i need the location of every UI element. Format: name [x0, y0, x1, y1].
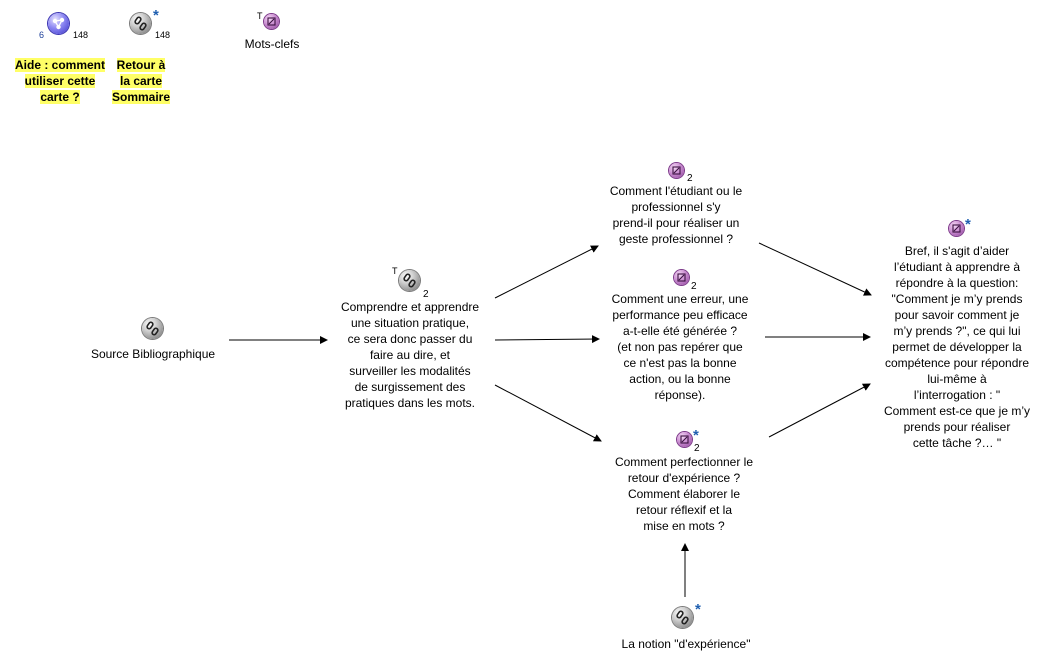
- concept-map-icon[interactable]: [48, 13, 69, 34]
- arrow-comprendre-to-perfectionner: [494, 384, 602, 442]
- comprendre-count: 2: [423, 289, 429, 300]
- erreur-label[interactable]: Comment une erreur, une performance peu …: [611, 292, 749, 402]
- link-icon[interactable]: [130, 13, 151, 34]
- note-icon[interactable]: [677, 432, 692, 447]
- retour-count: 148: [155, 30, 171, 40]
- etudiant-count: 2: [687, 173, 693, 184]
- note-icon[interactable]: [669, 163, 684, 178]
- retour-star: *: [153, 7, 159, 24]
- note-icon[interactable]: [949, 221, 964, 236]
- arrow-perfectionner-to-bref: [768, 383, 871, 438]
- arrow-etudiant-to-bref: [758, 242, 872, 296]
- note-icon[interactable]: [264, 14, 279, 29]
- notion-star: *: [695, 601, 701, 618]
- aide-count-right: 148: [73, 30, 89, 40]
- etudiant-label[interactable]: Comment l'étudiant ou le professionnel s…: [609, 184, 743, 246]
- comprendre-t-mark: T: [392, 266, 398, 276]
- comprendre-label[interactable]: Comprendre et apprendre une situation pr…: [340, 300, 480, 410]
- bref-label[interactable]: Bref, il s'agit d’aider l’étudiant à app…: [883, 244, 1031, 450]
- perfectionner-count: 2: [694, 443, 700, 454]
- notion-label[interactable]: La notion "d'expérience": [621, 637, 751, 651]
- perfectionner-star: *: [693, 427, 699, 444]
- aide-label[interactable]: Aide : comment utiliser cette carte ?: [14, 58, 105, 104]
- source-label[interactable]: Source Bibliographique: [90, 347, 216, 361]
- perfectionner-label[interactable]: Comment perfectionner le retour d'expéri…: [614, 455, 754, 533]
- note-icon[interactable]: [674, 270, 689, 285]
- aide-count-left: 6: [39, 30, 45, 40]
- link-icon[interactable]: [399, 270, 420, 291]
- mots-clefs-t-mark: T: [257, 11, 263, 21]
- link-icon[interactable]: [142, 318, 163, 339]
- arrow-comprendre-to-erreur: [494, 335, 600, 344]
- retour-label[interactable]: Retour à la carte Sommaire: [111, 58, 171, 104]
- mots-clefs-label[interactable]: Mots-clefs: [244, 37, 300, 51]
- arrow-comprendre-to-etudiant: [494, 245, 599, 299]
- erreur-count: 2: [691, 281, 697, 292]
- link-icon[interactable]: [672, 607, 693, 628]
- bref-star: *: [965, 216, 971, 233]
